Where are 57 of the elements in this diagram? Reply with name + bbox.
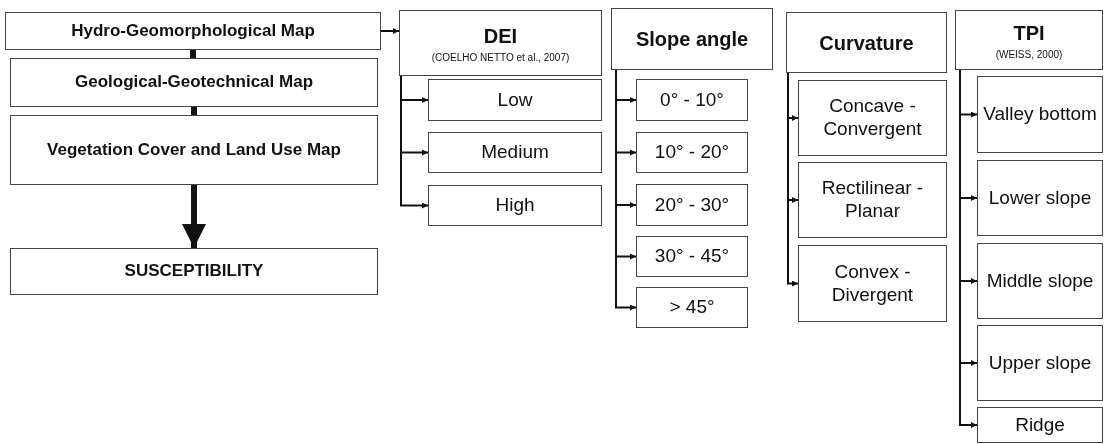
box-label: 0° - 10° — [660, 88, 724, 112]
box-label: 30° - 45° — [654, 245, 730, 268]
class-box — [798, 162, 947, 238]
arrow — [380, 28, 400, 34]
box-label: Convex - Divergent — [830, 260, 915, 307]
class-box — [636, 236, 748, 277]
citation-text: (COELHO NETTO et al., 2007) — [431, 51, 570, 63]
category-header-box — [611, 8, 773, 70]
header-text: DEI — [483, 23, 518, 48]
class-box — [977, 325, 1103, 401]
header-text: Curvature — [819, 30, 914, 55]
connector-line — [191, 107, 197, 115]
box-label: Ridge — [1015, 413, 1065, 437]
class-box — [977, 243, 1103, 319]
arrow — [615, 69, 637, 311]
box-label: Middle slope — [986, 269, 1094, 293]
map-box — [10, 248, 378, 295]
class-box — [428, 185, 602, 226]
box-label: 10° - 20° — [654, 141, 730, 164]
box-label: 20° - 30° — [654, 193, 730, 217]
box-label: Concave - Convergent — [822, 95, 923, 141]
header-text: Slope angle — [635, 27, 749, 51]
category-header-box — [955, 10, 1103, 70]
box-label: High — [495, 194, 535, 217]
class-box — [977, 160, 1103, 236]
class-box — [636, 79, 748, 121]
connector-line — [190, 50, 196, 58]
class-box — [977, 76, 1103, 153]
class-box — [798, 80, 947, 156]
class-box — [428, 79, 602, 121]
box-label: Lower slope — [988, 186, 1092, 210]
map-box — [10, 115, 378, 185]
class-box — [977, 407, 1103, 443]
map-box — [10, 58, 378, 107]
class-box — [636, 184, 748, 226]
category-header-box — [399, 10, 602, 76]
arrow — [182, 185, 206, 248]
box-label: Rectilinear - Planar — [820, 177, 925, 223]
arrow — [400, 75, 429, 209]
class-box — [798, 245, 947, 322]
box-label: Geological-Geotechnical Map — [74, 72, 314, 93]
box-label: Upper slope — [988, 351, 1092, 375]
class-box — [636, 132, 748, 173]
box-label: > 45° — [669, 296, 715, 319]
citation-text: (WEISS, 2000) — [995, 48, 1063, 60]
header-text: TPI — [1013, 20, 1045, 45]
arrow — [959, 69, 978, 428]
map-box — [5, 12, 381, 50]
box-label: SUSCEPTIBILITY — [124, 261, 264, 282]
box-label: Vegetation Cover and Land Use Map — [47, 139, 341, 161]
box-label: Medium — [481, 141, 549, 164]
category-header-box — [786, 12, 947, 73]
box-label: Hydro-Geomorphological Map — [71, 20, 315, 42]
class-box — [636, 287, 748, 328]
box-label: Low — [497, 88, 533, 112]
box-label: Valley bottom — [983, 103, 1097, 126]
class-box — [428, 132, 602, 173]
